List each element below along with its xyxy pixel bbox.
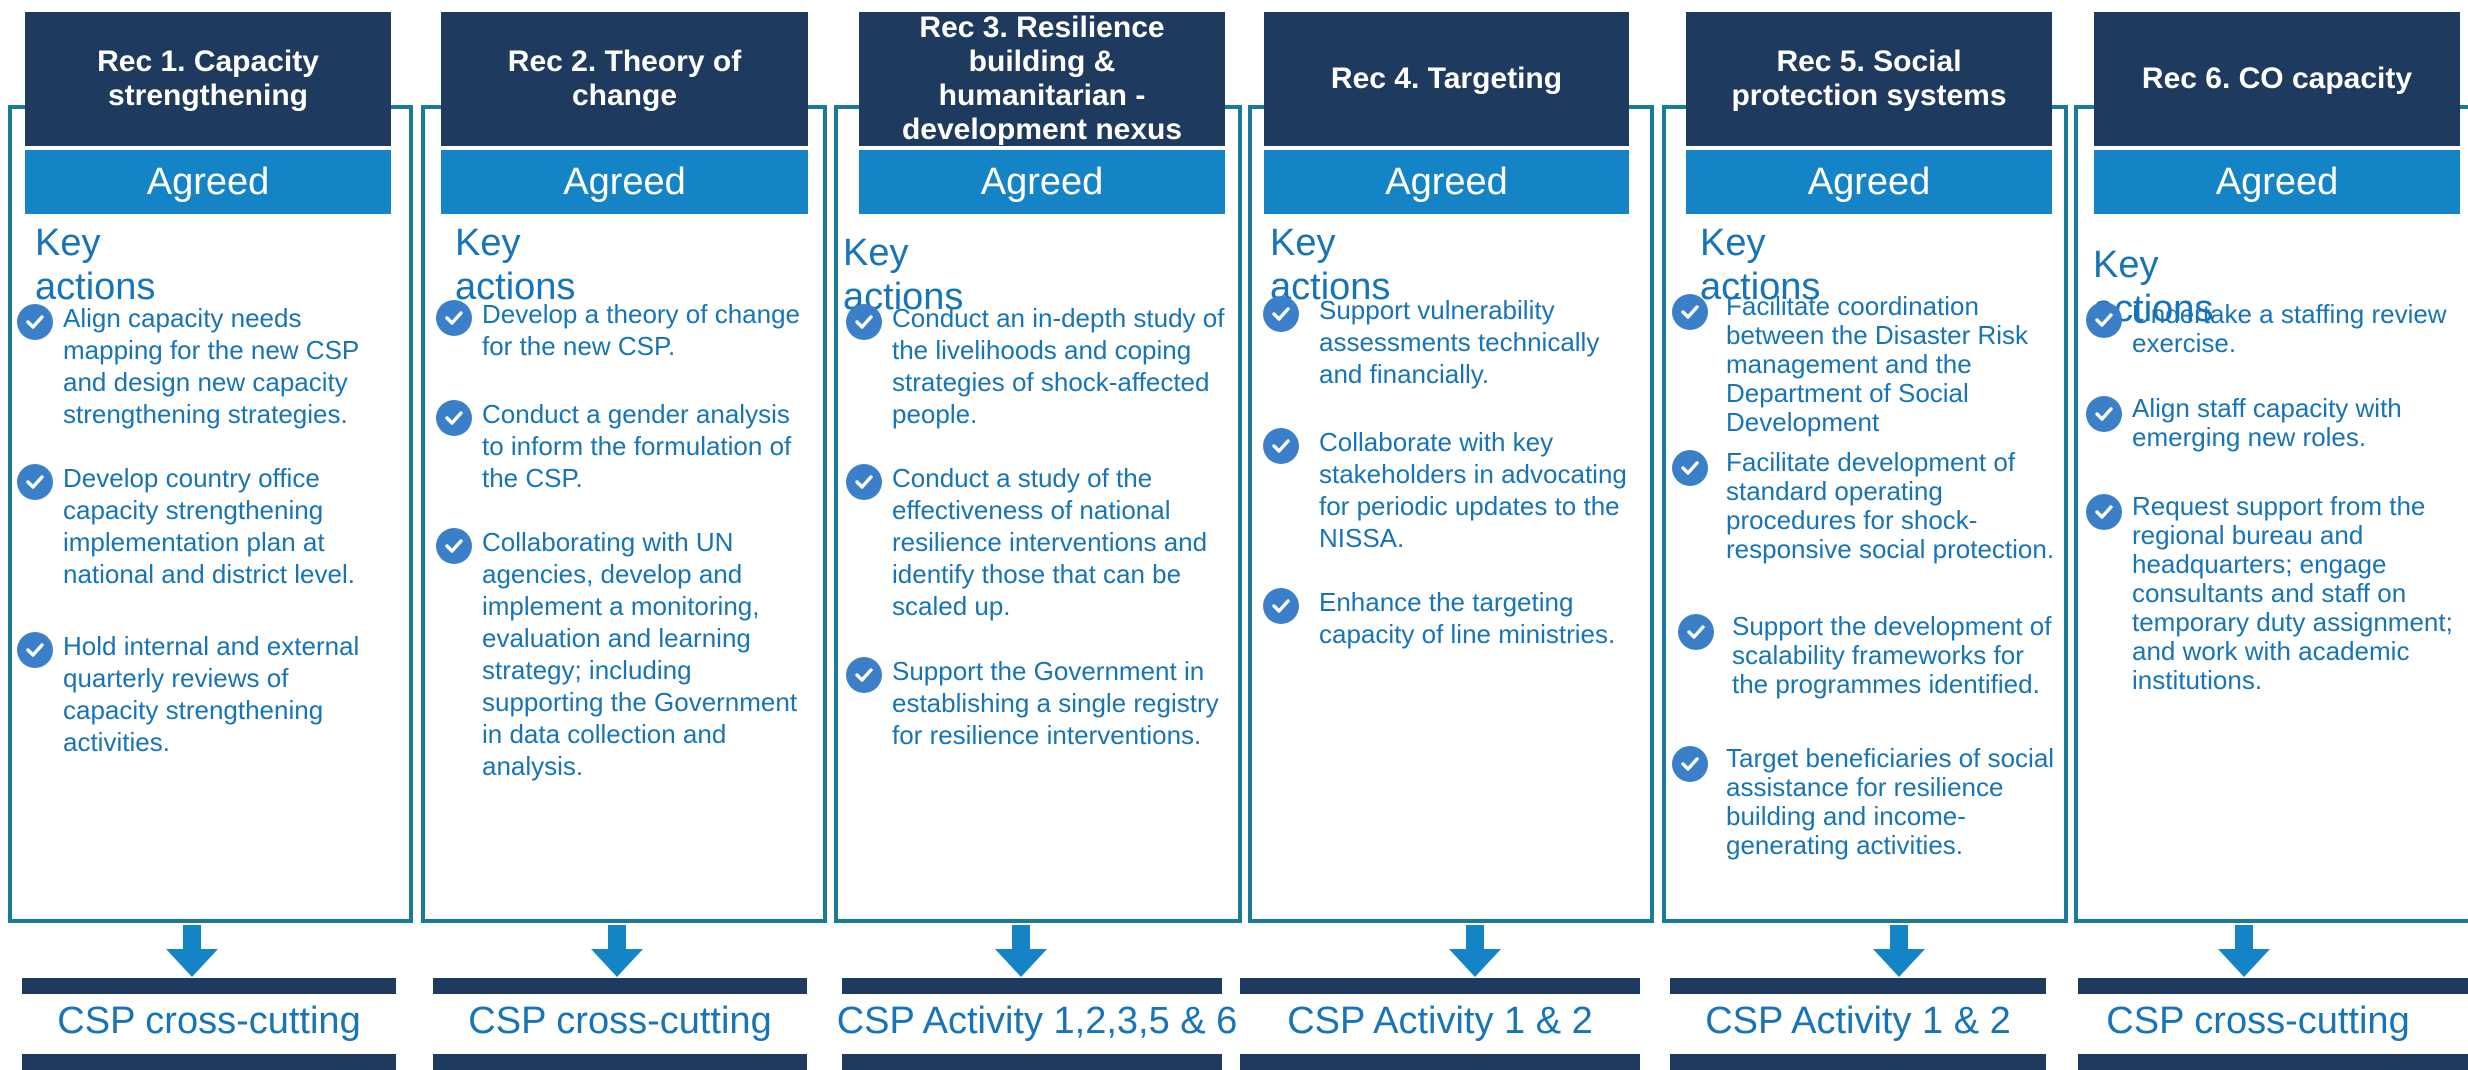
action-text: Collaborating with UN agencies, develop … [482,527,798,781]
divider-bar-top [433,978,807,994]
recommendation-title: Rec 2. Theory of change [441,12,808,146]
action-text: Facilitate coordination between the Disa… [1726,291,2029,437]
check-circle-icon [1263,588,1299,624]
action-text: Develop country office capacity strength… [63,463,355,589]
action-text: Align capacity needs mapping for the new… [63,303,359,429]
action-text: Target beneficiaries of social assistanc… [1726,743,2055,860]
check-circle-icon [846,304,882,340]
divider-bar-bottom [842,1054,1222,1070]
action-item: Support vulnerability assessments techni… [1263,294,1645,390]
check-circle-icon [1263,428,1299,464]
csp-activity-label: CSP Activity 1,2,3,5 & 6 [836,999,1238,1042]
action-item: Develop country office capacity strength… [17,462,387,590]
action-item: Enhance the targeting capacity of line m… [1263,586,1653,650]
action-item: Collaborate with key stakeholders in adv… [1263,426,1645,554]
arrow-down-icon [166,925,218,977]
check-circle-icon [2086,396,2122,432]
arrow-down-icon [1449,925,1501,977]
action-text: Conduct a study of the effectiveness of … [892,463,1208,621]
divider-bar-top [2078,978,2468,994]
action-item: Conduct a study of the effectiveness of … [846,462,1228,622]
recommendation-title: Rec 3. Resilience building & humanitaria… [859,11,1225,146]
status-agreed: Agreed [859,150,1225,214]
action-text: Hold internal and external quarterly rev… [63,631,360,757]
action-text: Facilitate development of standard opera… [1726,447,2055,564]
check-circle-icon [1263,296,1299,332]
check-circle-icon [436,300,472,336]
divider-bar-bottom [2078,1054,2468,1070]
action-item: Support the Government in establishing a… [846,655,1228,751]
action-text: Align staff capacity with emerging new r… [2132,393,2402,452]
recommendation-title: Rec 5. Social protection systems [1686,12,2052,146]
divider-bar-top [22,978,396,994]
status-agreed: Agreed [25,150,391,214]
divider-bar-top [1670,978,2046,994]
check-circle-icon [436,528,472,564]
action-text: Support the development of scalability f… [1732,611,2052,699]
action-item: Facilitate development of standard opera… [1672,448,2064,564]
action-item: Undertake a staffing review exercise. [2086,300,2462,358]
check-circle-icon [846,464,882,500]
check-circle-icon [436,400,472,436]
action-text: Undertake a staffing review exercise. [2132,299,2447,358]
check-circle-icon [17,464,53,500]
action-item: Collaborating with UN agencies, develop … [436,526,811,782]
action-item: Hold internal and external quarterly rev… [17,630,387,758]
key-actions-heading: Key actions [1700,222,1821,308]
action-text: Develop a theory of change for the new C… [482,299,800,361]
divider-bar-top [842,978,1222,994]
check-circle-icon [2086,302,2122,338]
check-circle-icon [846,657,882,693]
action-item: Develop a theory of change for the new C… [436,298,811,362]
check-circle-icon [2086,494,2122,530]
csp-activity-label: CSP cross-cutting [2106,999,2410,1042]
check-circle-icon [17,632,53,668]
action-text: Support vulnerability assessments techni… [1319,295,1600,389]
divider-bar-top [1240,978,1640,994]
action-text: Request support from the regional bureau… [2132,491,2453,695]
action-text: Support the Government in establishing a… [892,656,1219,750]
recommendation-title: Rec 4. Targeting [1264,12,1629,146]
recommendation-title: Rec 6. CO capacity [2094,12,2460,146]
action-text: Enhance the targeting capacity of line m… [1319,587,1616,649]
check-circle-icon [1672,294,1708,330]
arrow-down-icon [591,925,643,977]
check-circle-icon [1678,614,1714,650]
action-item: Request support from the regional bureau… [2086,492,2462,695]
divider-bar-bottom [433,1054,807,1070]
check-circle-icon [1672,746,1708,782]
status-agreed: Agreed [2094,150,2460,214]
csp-activity-label: CSP cross-cutting [57,999,361,1042]
status-agreed: Agreed [441,150,808,214]
arrow-down-icon [2218,925,2270,977]
csp-activity-label: CSP Activity 1 & 2 [1705,999,2011,1042]
check-circle-icon [1672,450,1708,486]
action-text: Conduct an in-depth study of the livelih… [892,303,1225,429]
recommendation-title: Rec 1. Capacity strengthening [25,12,391,146]
key-actions-heading: Key actions [1270,222,1391,308]
action-item: Facilitate coordination between the Disa… [1672,292,2064,437]
key-actions-heading: Key actions [843,232,964,318]
action-item: Conduct an in-depth study of the livelih… [846,302,1228,430]
csp-activity-label: CSP Activity 1 & 2 [1287,999,1593,1042]
action-item: Support the development of scalability f… [1678,612,2064,699]
check-circle-icon [17,304,53,340]
arrow-down-icon [1873,925,1925,977]
action-item: Align capacity needs mapping for the new… [17,302,387,430]
divider-bar-bottom [22,1054,396,1070]
action-text: Collaborate with key stakeholders in adv… [1319,427,1627,553]
csp-activity-label: CSP cross-cutting [468,999,772,1042]
action-item: Target beneficiaries of social assistanc… [1672,744,2064,860]
action-item: Conduct a gender analysis to inform the … [436,398,811,494]
status-agreed: Agreed [1686,150,2052,214]
status-agreed: Agreed [1264,150,1629,214]
action-item: Align staff capacity with emerging new r… [2086,394,2462,452]
divider-bar-bottom [1670,1054,2046,1070]
action-text: Conduct a gender analysis to inform the … [482,399,792,493]
arrow-down-icon [995,925,1047,977]
divider-bar-bottom [1240,1054,1640,1070]
key-actions-heading: Key actions [35,222,156,308]
key-actions-heading: Key actions [455,222,576,308]
